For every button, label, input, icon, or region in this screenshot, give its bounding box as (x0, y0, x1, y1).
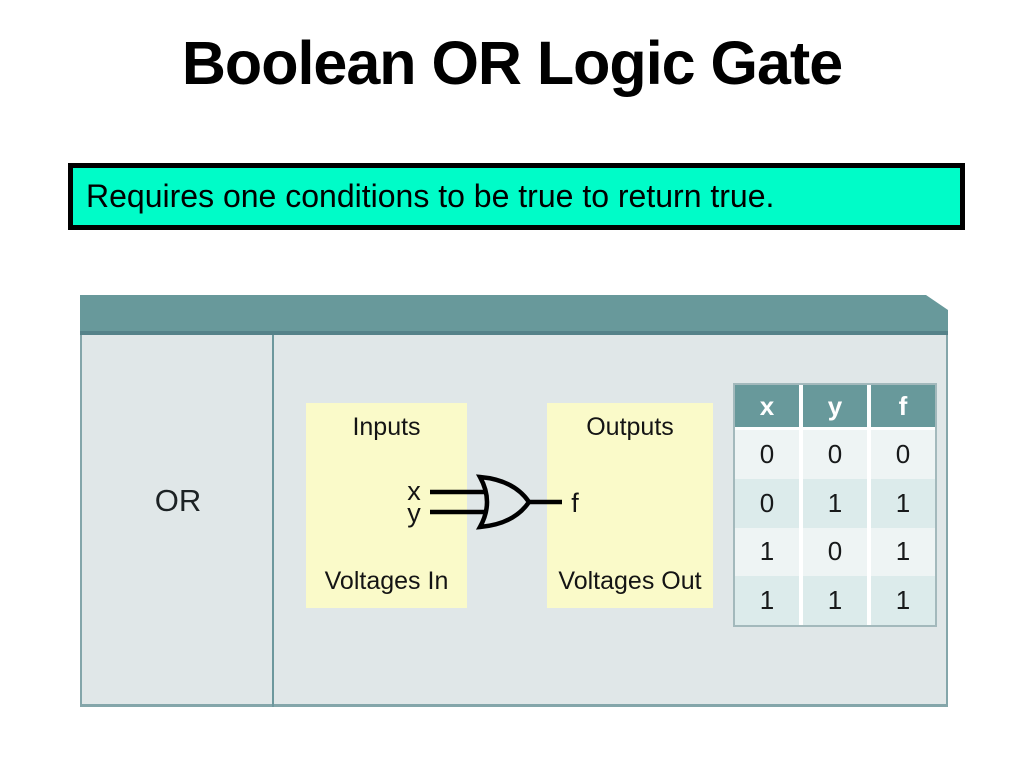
inputs-box: Inputs Voltages In (306, 403, 467, 608)
panel-header-bar (80, 295, 948, 335)
panel-divider (272, 335, 274, 707)
truth-table-header-f: f (871, 385, 935, 427)
table-row: 0 0 0 (735, 430, 935, 479)
page-title: Boolean OR Logic Gate (181, 29, 843, 97)
panel-header-edge (80, 331, 948, 335)
table-cell: 1 (735, 576, 799, 625)
input-label-y: y (407, 498, 421, 528)
table-cell: 1 (803, 576, 867, 625)
table-cell: 0 (803, 527, 867, 577)
table-cell: 1 (803, 478, 867, 528)
truth-table: x y f 0 0 0 0 1 1 1 0 1 1 1 1 (733, 383, 937, 627)
table-cell: 1 (735, 527, 799, 577)
truth-table-header-x: x (735, 385, 799, 427)
table-cell: 0 (803, 430, 867, 479)
table-row: 1 1 1 (735, 576, 935, 625)
callout-text: Requires one conditions to be true to re… (86, 178, 775, 214)
outputs-box-caption: Voltages Out (558, 567, 702, 595)
table-row: 1 0 1 (735, 527, 935, 577)
truth-table-header-y: y (803, 385, 867, 427)
output-label-f: f (571, 488, 579, 518)
table-cell: 0 (735, 430, 799, 479)
or-gate-icon (430, 474, 562, 530)
inputs-box-caption: Voltages In (324, 567, 449, 595)
table-cell: 0 (871, 430, 935, 479)
outputs-box: Outputs Voltages Out (547, 403, 713, 608)
table-cell: 1 (871, 527, 935, 577)
table-cell: 1 (871, 478, 935, 528)
truth-table-body: 0 0 0 0 1 1 1 0 1 1 1 1 (735, 427, 935, 625)
input-label-x: x (407, 476, 421, 506)
truth-table-header-row: x y f (735, 385, 935, 427)
table-cell: 0 (735, 478, 799, 528)
outputs-box-title: Outputs (586, 413, 674, 441)
callout-box: Requires one conditions to be true to re… (68, 163, 965, 230)
table-row: 0 1 1 (735, 478, 935, 528)
gate-row-label: OR (154, 483, 202, 518)
inputs-box-title: Inputs (352, 413, 421, 441)
table-cell: 1 (871, 576, 935, 625)
diagram-panel: OR Inputs Voltages In Outputs Voltages O… (80, 295, 948, 707)
